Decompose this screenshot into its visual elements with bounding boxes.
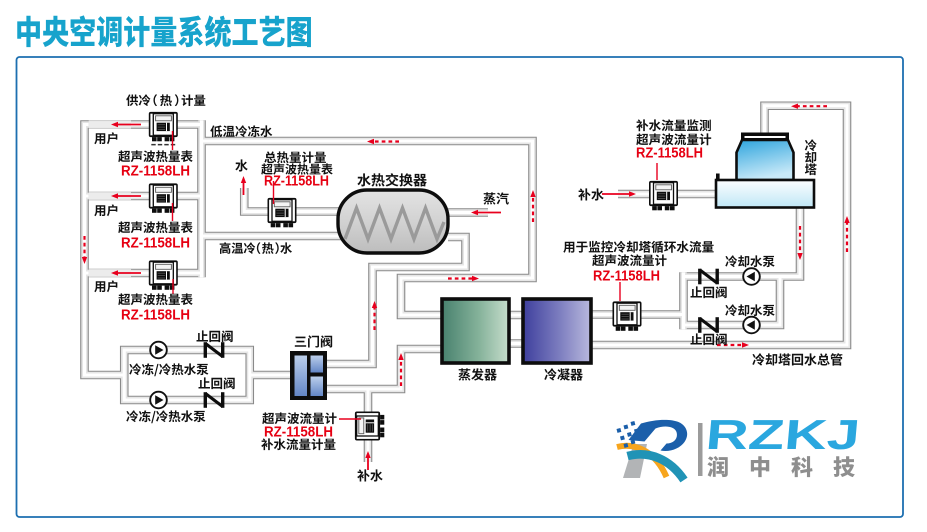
svg-text:RZ-1158LH: RZ-1158LH: [121, 307, 190, 323]
svg-text:RZKJ: RZKJ: [704, 411, 862, 458]
svg-text:RZ-1158LH: RZ-1158LH: [264, 173, 329, 189]
svg-text:RZ-1158LH: RZ-1158LH: [636, 145, 703, 161]
svg-text:RZ-1158LH: RZ-1158LH: [593, 268, 660, 284]
svg-text:RZ-1158LH: RZ-1158LH: [121, 235, 190, 251]
svg-text:RZ-1158LH: RZ-1158LH: [264, 424, 333, 440]
svg-text:RZ-1158LH: RZ-1158LH: [121, 163, 190, 179]
